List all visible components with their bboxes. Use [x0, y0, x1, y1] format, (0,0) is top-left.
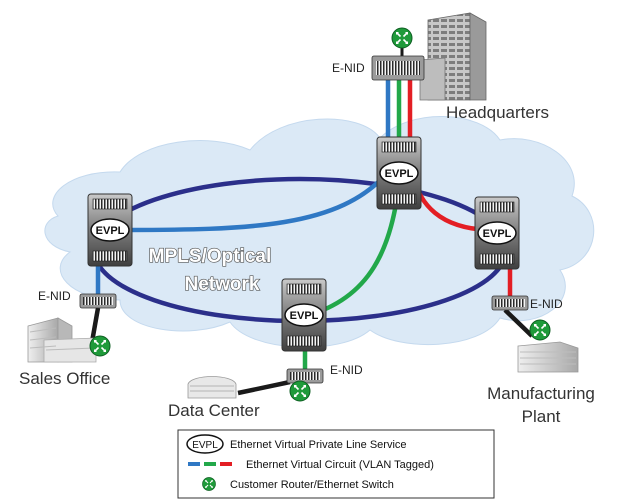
- router-icon-hq: [391, 27, 413, 49]
- evpl-switch-hq: EVPL: [376, 136, 422, 210]
- evpl-tag-manufacturing: EVPL: [483, 228, 512, 240]
- enid-device-hq: [371, 55, 425, 81]
- enid-label-manufacturing: E-NID: [530, 297, 563, 311]
- legend-evpl-text: Ethernet Virtual Private Line Service: [230, 439, 407, 451]
- legend: EVPL Ethernet Virtual Private Line Servi…: [177, 429, 495, 499]
- access-sales-black: [89, 307, 101, 343]
- enid-label-hq: E-NID: [332, 61, 365, 75]
- legend-evpl-icon: [186, 434, 224, 454]
- evpl-switch-manufacturing: EVPL: [474, 196, 520, 270]
- router-icon-manufacturing: [529, 319, 551, 341]
- evc-blue-hq-sales: [117, 170, 390, 233]
- access-mfg-black: [503, 308, 534, 338]
- legend-evc-text: Ethernet Virtual Circuit (VLAN Tagged): [246, 459, 434, 471]
- manufacturing-plant-building-icon: [517, 341, 579, 373]
- data-center-building-icon: [187, 376, 237, 399]
- legend-evpl-tag: EVPL: [192, 440, 218, 451]
- router-icon-sales: [89, 335, 111, 357]
- site-label-data-center: Data Center: [168, 401, 260, 420]
- site-label-plant: Plant: [522, 407, 561, 426]
- network-label-line1: MPLS/Optical: [149, 246, 271, 267]
- legend-router-icon: [201, 476, 217, 492]
- enid-device-manufacturing: [491, 295, 529, 311]
- evpl-tag-hq: EVPL: [385, 168, 414, 180]
- access-dc-black: [237, 379, 291, 396]
- enid-device-datacenter: [286, 368, 324, 384]
- legend-router-text: Customer Router/Ethernet Switch: [230, 479, 394, 491]
- evpl-switch-sales: EVPL: [87, 193, 133, 267]
- site-label-sales-office: Sales Office: [19, 369, 110, 388]
- site-label-headquarters: Headquarters: [446, 103, 549, 122]
- site-label-manufacturing: Manufacturing: [487, 384, 595, 403]
- evpl-tag-sales: EVPL: [96, 225, 125, 237]
- evpl-switch-datacenter: EVPL: [281, 278, 327, 352]
- network-cloud: [44, 116, 595, 348]
- network-label-line2: Network: [185, 274, 260, 295]
- evpl-tag-datacenter: EVPL: [290, 310, 319, 322]
- enid-label-datacenter: E-NID: [330, 363, 363, 377]
- router-icon-datacenter: [289, 380, 311, 402]
- sales-office-building-icon: [27, 317, 97, 363]
- enid-label-sales: E-NID: [38, 289, 71, 303]
- enid-device-sales: [79, 293, 117, 309]
- headquarters-building-icon: [419, 12, 487, 101]
